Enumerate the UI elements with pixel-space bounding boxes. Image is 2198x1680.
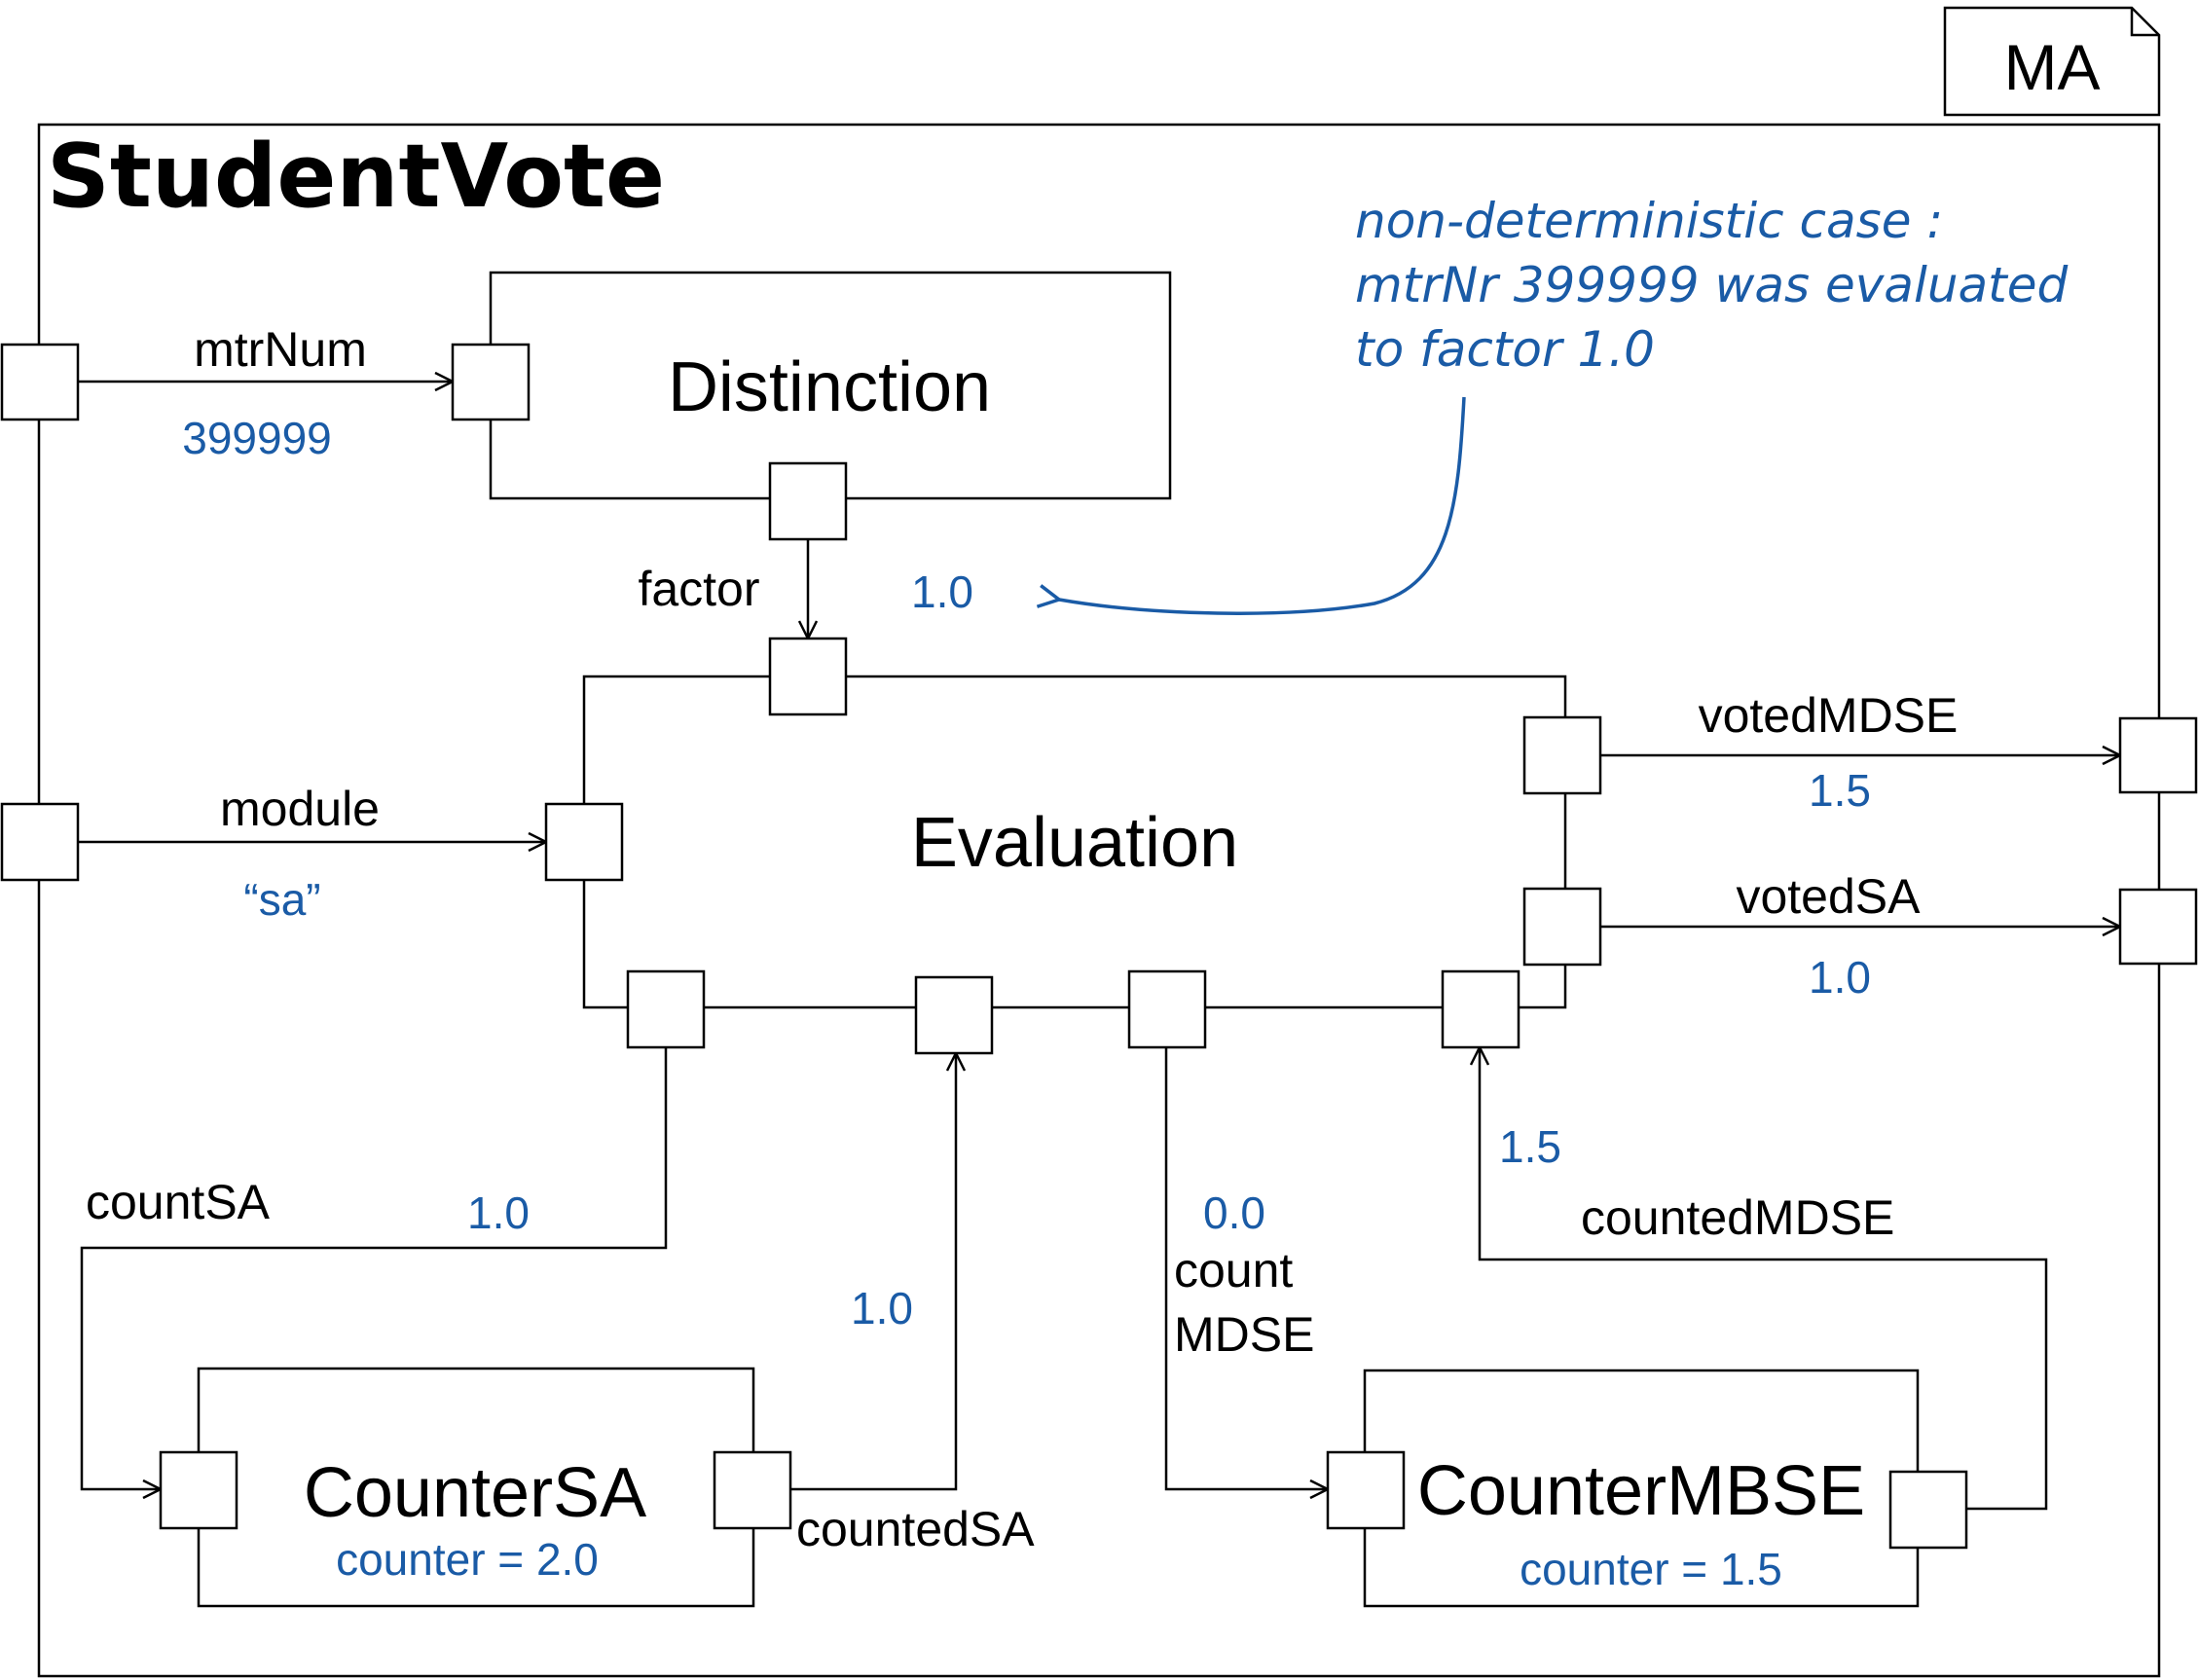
countermbse-block[interactable] (1363, 1369, 1920, 1608)
label-countsa: countSA (86, 1175, 271, 1229)
port-evaluation-votedsa[interactable] (1522, 887, 1602, 967)
label-countedmdse: countedMDSE (1581, 1190, 1894, 1245)
countermbse-counter-value: counter = 1.5 (1520, 1544, 1782, 1594)
countersa-counter-value: counter = 2.0 (336, 1534, 599, 1585)
distinction-label: Distinction (668, 348, 991, 426)
connector-countedmdse (1480, 1047, 2048, 1511)
value-mtrnum: 399999 (182, 413, 332, 463)
port-distinction-factor[interactable] (768, 461, 848, 541)
value-votedmdse: 1.5 (1809, 765, 1871, 816)
port-evaluation-countmdse[interactable] (1127, 969, 1207, 1049)
value-countedsa: 1.0 (851, 1283, 913, 1333)
port-countermbse-countedmdse[interactable] (1888, 1470, 1968, 1550)
countersa-label: CounterSA (304, 1454, 646, 1532)
value-module: “sa” (243, 874, 320, 925)
port-evaluation-module[interactable] (544, 802, 624, 882)
ma-tag-fold (2130, 8, 2159, 37)
value-countedmdse: 1.5 (1499, 1121, 1561, 1172)
port-frame-votedsa[interactable] (2118, 888, 2198, 966)
label-votedsa: votedSA (1736, 869, 1921, 924)
label-countedsa: countedSA (796, 1502, 1035, 1556)
ma-tag (1943, 6, 2161, 117)
label-countmdse-line2: MDSE (1174, 1307, 1314, 1362)
port-evaluation-factor[interactable] (768, 637, 848, 716)
label-module: module (220, 782, 380, 836)
label-factor: factor (638, 562, 759, 616)
label-votedmdse: votedMDSE (1699, 688, 1959, 743)
port-countersa-countedsa[interactable] (713, 1450, 792, 1530)
port-countersa-countsa[interactable] (159, 1450, 238, 1530)
port-evaluation-votedmdse[interactable] (1522, 715, 1602, 795)
note-line-1: non-deterministic case : (1355, 193, 1943, 249)
note-arrow (1059, 396, 1466, 615)
port-distinction-mtrnum[interactable] (451, 343, 531, 421)
label-countmdse-line1: count (1174, 1243, 1293, 1297)
note-line-2: mtrNr 399999 was evaluated (1355, 257, 2069, 313)
evaluation-label: Evaluation (911, 804, 1238, 882)
countermbse-label: CounterMBSE (1417, 1452, 1865, 1530)
connector-countedsa (790, 1053, 956, 1491)
value-countsa: 1.0 (467, 1187, 530, 1238)
port-evaluation-countedsa[interactable] (914, 975, 994, 1055)
ma-tag-label: MA (2004, 31, 2101, 103)
connector-countsa (80, 1047, 668, 1489)
value-countmdse: 0.0 (1203, 1187, 1265, 1238)
value-factor: 1.0 (911, 566, 973, 617)
label-mtrnum: mtrNum (194, 322, 367, 377)
connector-countmdse (1164, 1047, 1328, 1489)
value-votedsa: 1.0 (1809, 952, 1871, 1003)
port-frame-module[interactable] (0, 802, 80, 882)
port-countermbse-countmdse[interactable] (1326, 1450, 1406, 1530)
port-frame-mtrnum[interactable] (0, 343, 80, 421)
port-evaluation-countedmdse[interactable] (1441, 969, 1520, 1049)
port-frame-votedmdse[interactable] (2118, 716, 2198, 794)
port-evaluation-countsa[interactable] (626, 969, 706, 1049)
distinction-block[interactable] (489, 271, 1172, 500)
diagram-title: StudentVote (47, 126, 665, 228)
note-line-3: to factor 1.0 (1355, 321, 1655, 378)
